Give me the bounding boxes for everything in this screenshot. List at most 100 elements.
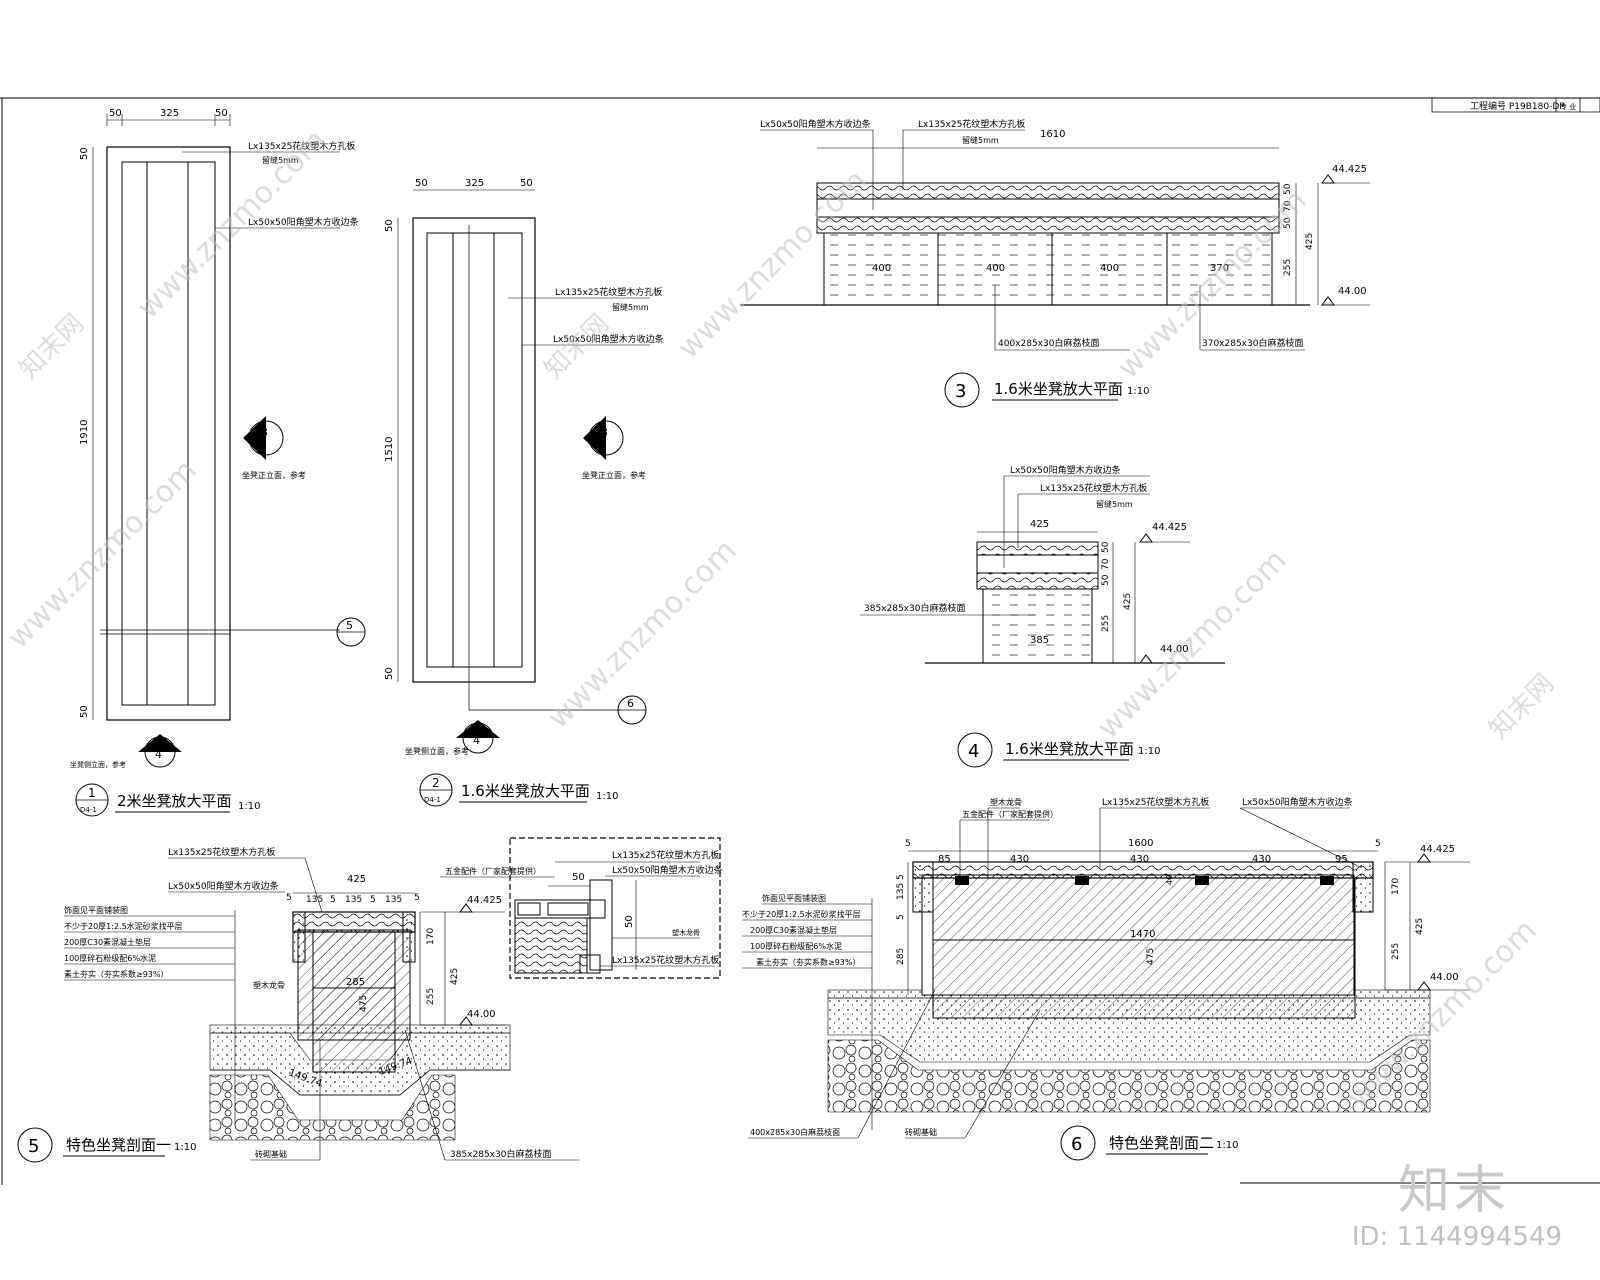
d3-label-c: 400x285x30白麻荔枝面 xyxy=(998,337,1099,349)
d1-scale: 1:10 xyxy=(238,801,260,812)
drawing-2-plan-1-6m: 50 325 50 50 1510 50 Lx135x25花纹塑木方孔板 留缝5… xyxy=(384,178,664,807)
d6-h3: 40 xyxy=(1165,875,1174,885)
d5-scale: 1:10 xyxy=(174,1142,196,1153)
d2-scale: 1:10 xyxy=(596,791,618,802)
detail-label-d: Lx135x25花纹塑木方孔板 xyxy=(612,954,719,966)
d5-dim-v2: 425 xyxy=(450,968,460,985)
d6-elev-bot: 44.00 xyxy=(1430,972,1459,983)
d6-total: 1600 xyxy=(1128,838,1153,849)
d4-inner: 385 xyxy=(1030,635,1049,646)
d5-number: 5 xyxy=(28,1136,39,1157)
d5-h1: 285 xyxy=(346,977,365,988)
watermark-brand-3: 知末网 xyxy=(1484,669,1560,745)
d6-dl-2: 135 xyxy=(896,883,906,900)
d6-top-label-1: 塑木龙骨 xyxy=(990,797,1022,807)
d5-top-label-3: Lx50x50阳角塑木方收边条 xyxy=(168,880,279,892)
detail-dim-1: 50 xyxy=(572,872,585,883)
d2-section-note: 坐凳正立面，参考 xyxy=(582,470,646,480)
d6-dim-v1: 170 xyxy=(1391,878,1401,895)
d3-scale: 1:10 xyxy=(1127,386,1149,397)
d3-number: 3 xyxy=(955,381,966,402)
d1-dim-side-top: 50 xyxy=(79,147,90,160)
d1-label-b: Lx50x50阳角塑木方收边条 xyxy=(248,216,359,228)
d2-label-a: Lx135x25花纹塑木方孔板 xyxy=(555,286,662,298)
d3-elev-top: 44.425 xyxy=(1332,164,1367,175)
d2-dim-side-bottom: 50 xyxy=(384,667,395,680)
d6-edge-left: 5 xyxy=(905,839,911,849)
d5-sub-1: 5 xyxy=(286,893,292,903)
d6-seg-2: 430 xyxy=(1010,854,1029,865)
d4-width: 425 xyxy=(1030,519,1049,530)
d3-title: 1.6米坐凳放大平面 xyxy=(994,380,1123,398)
d5-sub-7: 5 xyxy=(414,893,420,903)
d3-seg-2: 400 xyxy=(986,263,1005,274)
detail-label-a: Lx135x25花纹塑木方孔板 xyxy=(612,849,719,861)
d4-dim-v5: 425 xyxy=(1123,593,1133,610)
watermark-brand-2: 知末网 xyxy=(539,309,615,385)
d6-layer-4: 100厚碎石粉级配6%水泥 xyxy=(750,941,842,951)
d2-dim-top-mid: 325 xyxy=(465,178,484,189)
d4-label-b: Lx135x25花纹塑木方孔板 xyxy=(1040,482,1147,494)
d6-edge-right: 5 xyxy=(1375,839,1381,849)
d2-number: 2 xyxy=(432,776,440,790)
d3-label-d: 370x285x30白麻荔枝面 xyxy=(1202,337,1303,349)
d2-label-b: Lx50x50阳角塑木方收边条 xyxy=(553,333,664,345)
d2-title: 1.6米坐凳放大平面 xyxy=(461,782,590,800)
d3-seg-3: 400 xyxy=(1100,263,1119,274)
d5-top-label-1: Lx135x25花纹塑木方孔板 xyxy=(168,846,275,858)
d4-label-a: Lx50x50阳角塑木方收边条 xyxy=(1010,464,1121,476)
detail-label-b: Lx50x50阳角塑木方收边条 xyxy=(612,864,723,876)
d2-dim-top-left: 50 xyxy=(415,178,428,189)
d3-label-b: Lx135x25花纹塑木方孔板 xyxy=(918,118,1025,130)
d6-label-base: 砖砌基础 xyxy=(905,1127,937,1137)
d1-section-note: 坐凳正立面，参考 xyxy=(242,470,306,480)
d4-title: 1.6米坐凳放大平面 xyxy=(1005,740,1134,758)
d2-dim-side-mid: 1510 xyxy=(384,437,395,462)
drawing-3-elevation: 1610 400 400 400 370 50 70 50 255 425 44… xyxy=(740,118,1370,408)
d1-label-a2: 留缝5mm xyxy=(262,155,299,165)
d5-sub-4: 135 xyxy=(345,895,362,905)
d3-seg-1: 400 xyxy=(872,263,891,274)
title-block: 工程编号 P19B180-DP 专 业 xyxy=(1431,97,1600,113)
d1-dim-top-right: 50 xyxy=(215,108,228,119)
d4-dim-v4: 255 xyxy=(1101,615,1111,632)
d2-dim-side-top: 50 xyxy=(384,219,395,232)
drawing-1-plan-2m: 50 325 50 50 1910 50 Lx135x25花纹塑木方孔板 留缝5… xyxy=(70,108,366,817)
d3-seg-4: 370 xyxy=(1210,263,1229,274)
d5-elev-bot: 44.00 xyxy=(467,1009,496,1020)
d5-sub-6: 135 xyxy=(385,895,402,905)
d4-elev-bot: 44.00 xyxy=(1160,644,1189,655)
d6-dim-v2: 425 xyxy=(1415,918,1425,935)
d2-section-ref: 3 xyxy=(601,426,608,439)
d6-seg-4: 430 xyxy=(1252,854,1271,865)
d1-elev-ref: 4 xyxy=(155,748,162,761)
d5-layer-1: 饰面见平面铺装图 xyxy=(64,905,128,915)
d6-elev-top: 44.425 xyxy=(1420,844,1455,855)
d1-elev-note: 坐凳侧立面，参考 xyxy=(70,760,126,769)
d5-layer-5: 素土夯实（夯实系数≥93%） xyxy=(64,969,168,979)
d2-ref: D4-1 xyxy=(424,796,441,804)
d5-layer-3: 200厚C30素混凝土垫层 xyxy=(64,937,151,947)
d3-label-b2: 留缝5mm xyxy=(962,135,999,145)
d1-dim-top-left: 50 xyxy=(109,108,122,119)
d6-layer-2: 不少于20厚1:2.5水泥砂浆找平层 xyxy=(742,909,861,919)
d2-elev-note: 坐凳侧立面，参考 xyxy=(405,746,469,756)
d6-h1: 285 xyxy=(896,948,906,965)
d1-number: 1 xyxy=(88,786,96,800)
d1-dim-side-mid: 1910 xyxy=(79,420,90,445)
drawing-5-section-1: 425 5 135 5 135 5 135 5 285 475 170 425 … xyxy=(17,846,580,1163)
d6-number: 6 xyxy=(1071,1134,1082,1155)
d3-width: 1610 xyxy=(1040,129,1065,140)
d6-layer-1: 饰面见平面铺装图 xyxy=(762,893,826,903)
d5-title: 特色坐凳剖面一 xyxy=(66,1136,171,1154)
d5-h2: 475 xyxy=(359,995,369,1012)
d5-layer-4: 100厚碎石粉级配6%水泥 xyxy=(64,953,156,963)
d2-cut-ref: 6 xyxy=(627,697,634,710)
d1-label-a: Lx135x25花纹塑木方孔板 xyxy=(248,140,355,152)
d5-width: 425 xyxy=(347,874,366,885)
d3-elev-bot: 44.00 xyxy=(1338,286,1367,297)
detail-dim-2: 50 xyxy=(624,915,635,928)
d1-section-ref: 3 xyxy=(261,426,268,439)
d2-elev-ref: 4 xyxy=(473,734,480,747)
